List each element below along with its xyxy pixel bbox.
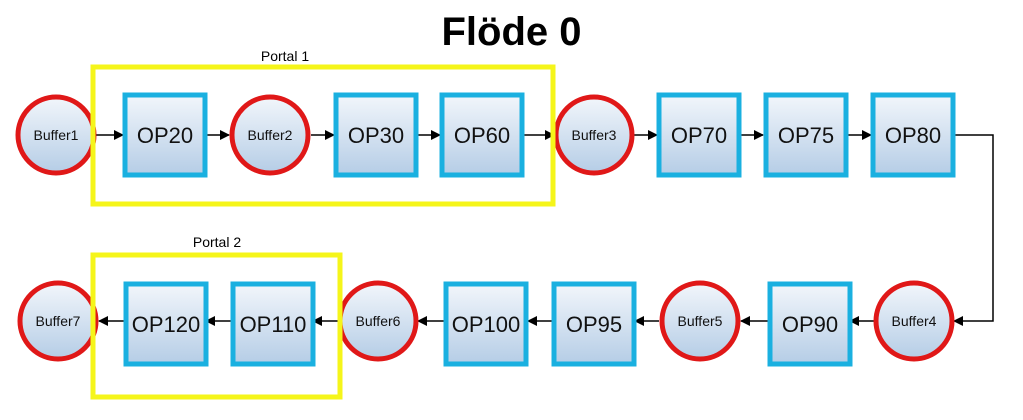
node-op120: OP120	[123, 281, 209, 367]
node-buffer7-label: Buffer7	[36, 313, 81, 329]
node-op95-label: OP95	[566, 312, 622, 337]
node-buffer1-label: Buffer1	[34, 127, 79, 143]
node-buffer4: Buffer4	[873, 280, 955, 362]
node-op80-label: OP80	[885, 123, 941, 148]
portal-2: Portal 2	[90, 234, 343, 400]
node-op120-label: OP120	[132, 312, 201, 337]
node-op95: OP95	[551, 281, 637, 367]
node-buffer2: Buffer2	[229, 94, 311, 176]
connectors	[96, 130, 994, 326]
node-op75: OP75	[763, 92, 849, 178]
diagram-title: Flöde 0	[441, 10, 582, 54]
portal-2-label: Portal 2	[193, 234, 241, 250]
node-op100: OP100	[443, 281, 529, 367]
node-buffer6: Buffer6	[337, 280, 419, 362]
node-op90: OP90	[767, 281, 853, 367]
node-buffer1: Buffer1	[15, 94, 97, 176]
node-op75-label: OP75	[778, 123, 834, 148]
connector-op80-buffer4	[953, 134, 994, 326]
node-op80: OP80	[870, 92, 956, 178]
node-op20-label: OP20	[137, 123, 193, 148]
node-buffer4-label: Buffer4	[892, 313, 937, 329]
node-op20: OP20	[122, 92, 208, 178]
node-op90-label: OP90	[782, 312, 838, 337]
portal-1-label: Portal 1	[261, 48, 309, 64]
node-op60-label: OP60	[454, 123, 510, 148]
node-buffer5: Buffer5	[659, 280, 741, 362]
node-buffer3: Buffer3	[553, 94, 635, 176]
node-op100-label: OP100	[452, 312, 521, 337]
node-buffer6-label: Buffer6	[356, 313, 401, 329]
node-op30: OP30	[333, 92, 419, 178]
node-op30-label: OP30	[348, 123, 404, 148]
node-buffer3-label: Buffer3	[572, 127, 617, 143]
node-buffer5-label: Buffer5	[678, 313, 723, 329]
portal-1: Portal 1	[90, 48, 556, 207]
node-buffer2-label: Buffer2	[248, 127, 293, 143]
node-op70: OP70	[656, 92, 742, 178]
node-op110: OP110	[230, 281, 316, 367]
node-buffer7: Buffer7	[17, 280, 99, 362]
node-op70-label: OP70	[671, 123, 727, 148]
node-op110-label: OP110	[240, 312, 307, 337]
node-op60: OP60	[439, 92, 525, 178]
